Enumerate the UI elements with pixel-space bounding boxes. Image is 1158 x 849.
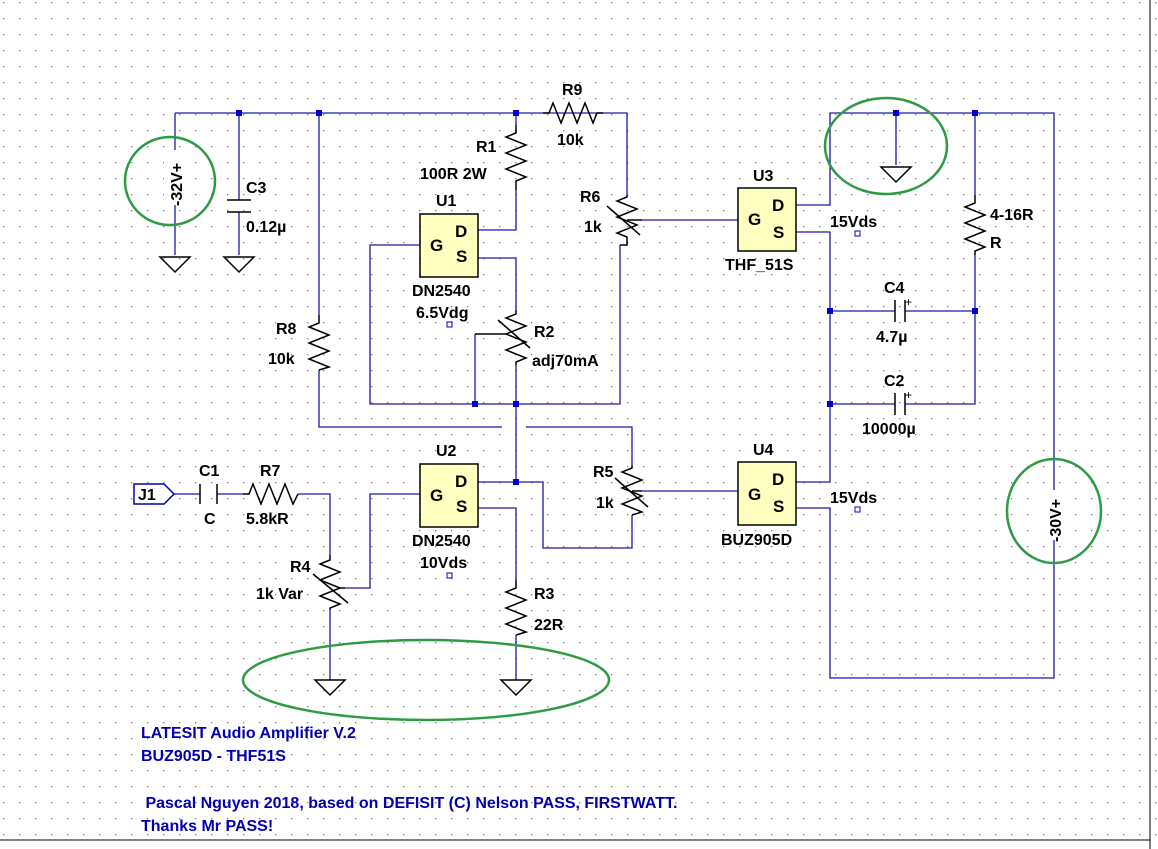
capacitor-c3-icon <box>227 199 251 213</box>
r4-value: 1k Var <box>256 586 303 603</box>
svg-text:D: D <box>772 196 784 215</box>
load-value: R <box>990 235 1002 252</box>
wires <box>174 112 1055 680</box>
ground-icon <box>879 166 913 184</box>
svg-text:G: G <box>430 486 443 505</box>
highlight-ring-top-ground <box>823 96 949 196</box>
c1-value: C <box>204 511 216 528</box>
r8-value: 10k <box>268 351 295 368</box>
resistor-r3-icon <box>503 580 529 636</box>
input-connector-j1-label: J1 <box>138 487 156 504</box>
transistor-u1[interactable]: G D S <box>419 213 479 278</box>
r1-value: 100R 2W <box>420 166 488 183</box>
u3-spice: 15Vds <box>830 214 877 231</box>
u2-ref: U2 <box>436 443 457 460</box>
highlight-ring-bottom-grounds <box>241 638 611 722</box>
ground-icon <box>158 256 192 274</box>
resistor-r9-icon <box>543 100 603 126</box>
u1-ref: U1 <box>436 193 457 210</box>
probe-markers <box>446 230 861 579</box>
c3-value: 0.12µ <box>246 219 286 236</box>
r9-value: 10k <box>557 132 584 149</box>
resistor-r1-icon <box>503 125 529 190</box>
c4-ref: C4 <box>884 280 905 297</box>
svg-text:D: D <box>455 472 467 491</box>
r2-value: adj70mA <box>532 353 599 370</box>
r5-ref: R5 <box>593 464 614 481</box>
r9-ref: R9 <box>562 82 583 99</box>
transistor-u4[interactable]: G D S <box>737 461 797 526</box>
load-ref: 4-16R <box>990 207 1034 224</box>
capacitor-c2-icon: + <box>894 388 912 415</box>
capacitor-c1-icon <box>199 484 218 504</box>
u2-spice: 10Vds <box>420 555 467 572</box>
c4-value: 4.7µ <box>876 329 907 346</box>
voltage-source-v1-label: -32V+ <box>169 163 186 206</box>
ground-icon <box>222 256 256 274</box>
input-connector-j1-icon[interactable] <box>133 483 176 505</box>
potentiometer-r4-icon <box>312 555 349 610</box>
r6-ref: R6 <box>580 189 601 206</box>
c3-ref: C3 <box>246 180 267 197</box>
r3-ref: R3 <box>534 586 555 603</box>
ground-icon <box>313 679 347 697</box>
r2-ref: R2 <box>534 324 555 341</box>
r4-ref: R4 <box>290 559 311 576</box>
resistor-r7-icon <box>243 481 299 507</box>
transistor-u3[interactable]: G D S <box>737 187 797 252</box>
r1-ref: R1 <box>476 139 497 156</box>
svg-text:S: S <box>773 497 784 516</box>
voltage-source-v2-label: -30V+ <box>1048 499 1065 542</box>
svg-text:S: S <box>456 497 467 516</box>
voltage-source-v1: -32V+ <box>164 150 186 206</box>
highlight-ring-v1 <box>123 135 217 227</box>
r8-ref: R8 <box>276 321 297 338</box>
svg-text:S: S <box>456 247 467 266</box>
svg-text:G: G <box>748 485 761 504</box>
u2-part: DN2540 <box>412 533 471 550</box>
resistor-r8-icon <box>306 315 332 371</box>
svg-text:D: D <box>772 470 784 489</box>
svg-text:+: + <box>905 388 912 402</box>
r3-value: 22R <box>534 617 564 634</box>
c1-ref: C1 <box>199 463 220 480</box>
r7-ref: R7 <box>260 463 281 480</box>
note-credit: Pascal Nguyen 2018, based on DEFISIT (C)… <box>141 795 677 812</box>
potentiometer-r6-icon <box>606 195 642 246</box>
note-thanks: Thanks Mr PASS! <box>141 818 273 835</box>
u4-part: BUZ905D <box>721 532 792 549</box>
transistor-u2[interactable]: G D S <box>419 463 479 528</box>
potentiometer-r2-icon <box>475 310 531 365</box>
capacitor-c4-icon: + <box>894 295 912 322</box>
u3-ref: U3 <box>753 168 774 185</box>
r5-value: 1k <box>596 495 614 512</box>
u4-ref: U4 <box>753 442 774 459</box>
c2-ref: C2 <box>884 373 905 390</box>
potentiometer-r5-icon <box>614 465 649 516</box>
svg-text:+: + <box>905 295 912 309</box>
junctions <box>236 110 978 485</box>
svg-text:G: G <box>748 210 761 229</box>
note-title: LATESIT Audio Amplifier V.2 <box>141 725 356 742</box>
note-subtitle: BUZ905D - THF51S <box>141 748 286 765</box>
ground-icon <box>499 679 533 697</box>
svg-text:G: G <box>430 236 443 255</box>
u1-part: DN2540 <box>412 283 471 300</box>
resistor-load-icon <box>962 195 988 255</box>
svg-text:D: D <box>455 222 467 241</box>
u3-part: THF_51S <box>725 257 794 274</box>
highlight-ring-v2 <box>1005 457 1103 565</box>
r6-value: 1k <box>584 219 602 236</box>
svg-text:S: S <box>773 223 784 242</box>
c2-value: 10000µ <box>862 421 916 438</box>
u4-spice: 15Vds <box>830 490 877 507</box>
u1-spice: 6.5Vdg <box>416 305 468 322</box>
voltage-source-v2: -30V+ <box>1043 490 1065 542</box>
r7-value: 5.8kR <box>246 511 289 528</box>
